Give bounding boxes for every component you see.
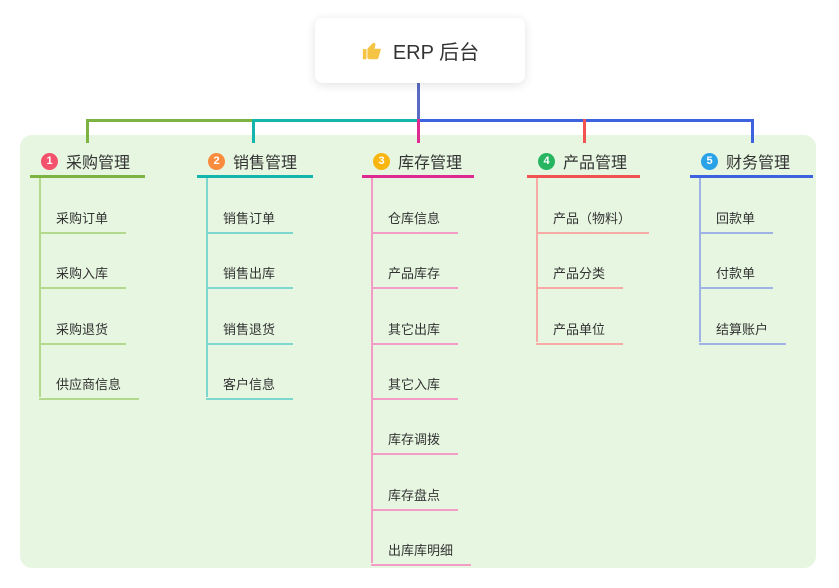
branch4-number-badge: 4 — [538, 152, 555, 170]
branch3-child-tree-line — [371, 178, 373, 563]
branch4-child-tree-line — [536, 178, 538, 342]
child-node[interactable]: 仓库信息 — [371, 202, 459, 234]
branch5-child-tree-line — [699, 178, 701, 342]
child-node[interactable]: 库存盘点 — [371, 479, 459, 511]
child-node[interactable]: 供应商信息 — [39, 368, 140, 400]
child-node[interactable]: 其它入库 — [371, 368, 459, 400]
branch5-title-node[interactable]: 5 财务管理 — [690, 147, 813, 178]
connector-teal-segment — [253, 119, 420, 122]
child-node[interactable]: 其它出库 — [371, 313, 459, 345]
child-node[interactable]: 销售订单 — [206, 202, 294, 234]
root-title: ERP 后台 — [392, 42, 480, 64]
child-node[interactable]: 客户信息 — [206, 368, 294, 400]
child-node[interactable]: 付款单 — [699, 257, 774, 289]
root-connector-line — [417, 83, 420, 119]
child-node[interactable]: 产品单位 — [536, 313, 624, 345]
branch2-title-node[interactable]: 2 销售管理 — [197, 147, 313, 178]
branch2-drop-line — [252, 119, 255, 143]
child-node[interactable]: 采购退货 — [39, 313, 127, 345]
child-node[interactable]: 采购入库 — [39, 257, 127, 289]
branch3-drop-line — [417, 119, 420, 143]
branch1-title-node[interactable]: 1 采购管理 — [30, 147, 145, 178]
branch1-label: 采购管理 — [66, 155, 131, 172]
child-node[interactable]: 销售退货 — [206, 313, 294, 345]
child-node[interactable]: 销售出库 — [206, 257, 294, 289]
thumbs-up-icon — [361, 40, 383, 62]
branch4-title-node[interactable]: 4 产品管理 — [527, 147, 640, 178]
branch5-label: 财务管理 — [726, 155, 791, 172]
branch1-number-badge: 1 — [41, 152, 58, 170]
branch3-title-node[interactable]: 3 库存管理 — [362, 147, 474, 178]
branch5-number-badge: 5 — [701, 152, 718, 170]
child-node[interactable]: 回款单 — [699, 202, 774, 234]
child-node[interactable]: 产品分类 — [536, 257, 624, 289]
branches-background-panel — [20, 135, 816, 568]
branch4-label: 产品管理 — [563, 155, 628, 172]
child-node[interactable]: 产品（物料） — [536, 202, 650, 234]
branch4-drop-line — [583, 119, 586, 143]
child-node[interactable]: 出库库明细 — [371, 534, 472, 566]
branch5-drop-line — [751, 119, 754, 143]
connector-blue-segment — [420, 119, 754, 122]
branch2-label: 销售管理 — [233, 155, 298, 172]
root-node[interactable]: ERP 后台 — [315, 18, 525, 83]
child-node[interactable]: 采购订单 — [39, 202, 127, 234]
branch3-number-badge: 3 — [373, 152, 390, 170]
child-node[interactable]: 结算账户 — [699, 313, 787, 345]
connector-green-segment — [86, 119, 253, 122]
branch2-number-badge: 2 — [208, 152, 225, 170]
branch1-drop-line — [86, 119, 89, 143]
child-node[interactable]: 产品库存 — [371, 257, 459, 289]
branch3-label: 库存管理 — [398, 155, 463, 172]
child-node[interactable]: 库存调拨 — [371, 423, 459, 455]
